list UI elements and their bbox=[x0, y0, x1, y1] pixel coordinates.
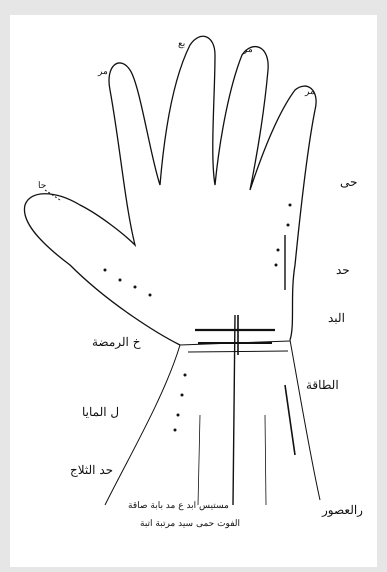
dot bbox=[181, 394, 184, 397]
finger-index-label: مر bbox=[98, 67, 108, 77]
forearm-line-3 bbox=[265, 415, 266, 505]
dot bbox=[134, 286, 137, 289]
left-label-1: خ الرمضة bbox=[92, 335, 140, 349]
dot bbox=[177, 414, 180, 417]
bottom-caption-line-2: الفوت حمى سيد مرتبة اتبة bbox=[140, 519, 240, 529]
dot bbox=[277, 249, 280, 252]
manuscript-page: حا مر بع مر مر حى حد البد الطاقة خ الرمض… bbox=[10, 15, 377, 567]
bottom-right-label: رالعصور bbox=[322, 503, 363, 517]
forearm-right-mark bbox=[285, 385, 295, 455]
dot bbox=[287, 224, 290, 227]
right-label-2: حد bbox=[336, 263, 350, 277]
wrist-right-line bbox=[290, 340, 320, 500]
left-label-2: ل المايا bbox=[82, 405, 119, 419]
dot bbox=[275, 264, 278, 267]
dot bbox=[149, 294, 152, 297]
hand-outline bbox=[24, 36, 316, 345]
finger-thumb-label: حا bbox=[38, 181, 46, 191]
finger-ring-label: مر bbox=[243, 45, 253, 55]
dot bbox=[184, 374, 187, 377]
right-label-1: حى bbox=[340, 175, 357, 189]
wrist-left-line bbox=[105, 345, 180, 505]
finger-middle-label: بع bbox=[178, 39, 185, 49]
right-label-4: الطاقة bbox=[306, 378, 339, 392]
left-label-3: حد الثلاج bbox=[70, 463, 113, 477]
hand-diagram bbox=[10, 15, 377, 567]
dot bbox=[104, 269, 107, 272]
dot bbox=[119, 279, 122, 282]
bottom-caption-line-1: مستيس ابد ع مد بابة صاقة bbox=[128, 501, 229, 511]
right-label-3: البد bbox=[328, 311, 345, 325]
finger-little-label: مر bbox=[305, 87, 315, 97]
dot bbox=[174, 429, 177, 432]
dot bbox=[289, 204, 292, 207]
forearm-line-2 bbox=[198, 415, 200, 505]
